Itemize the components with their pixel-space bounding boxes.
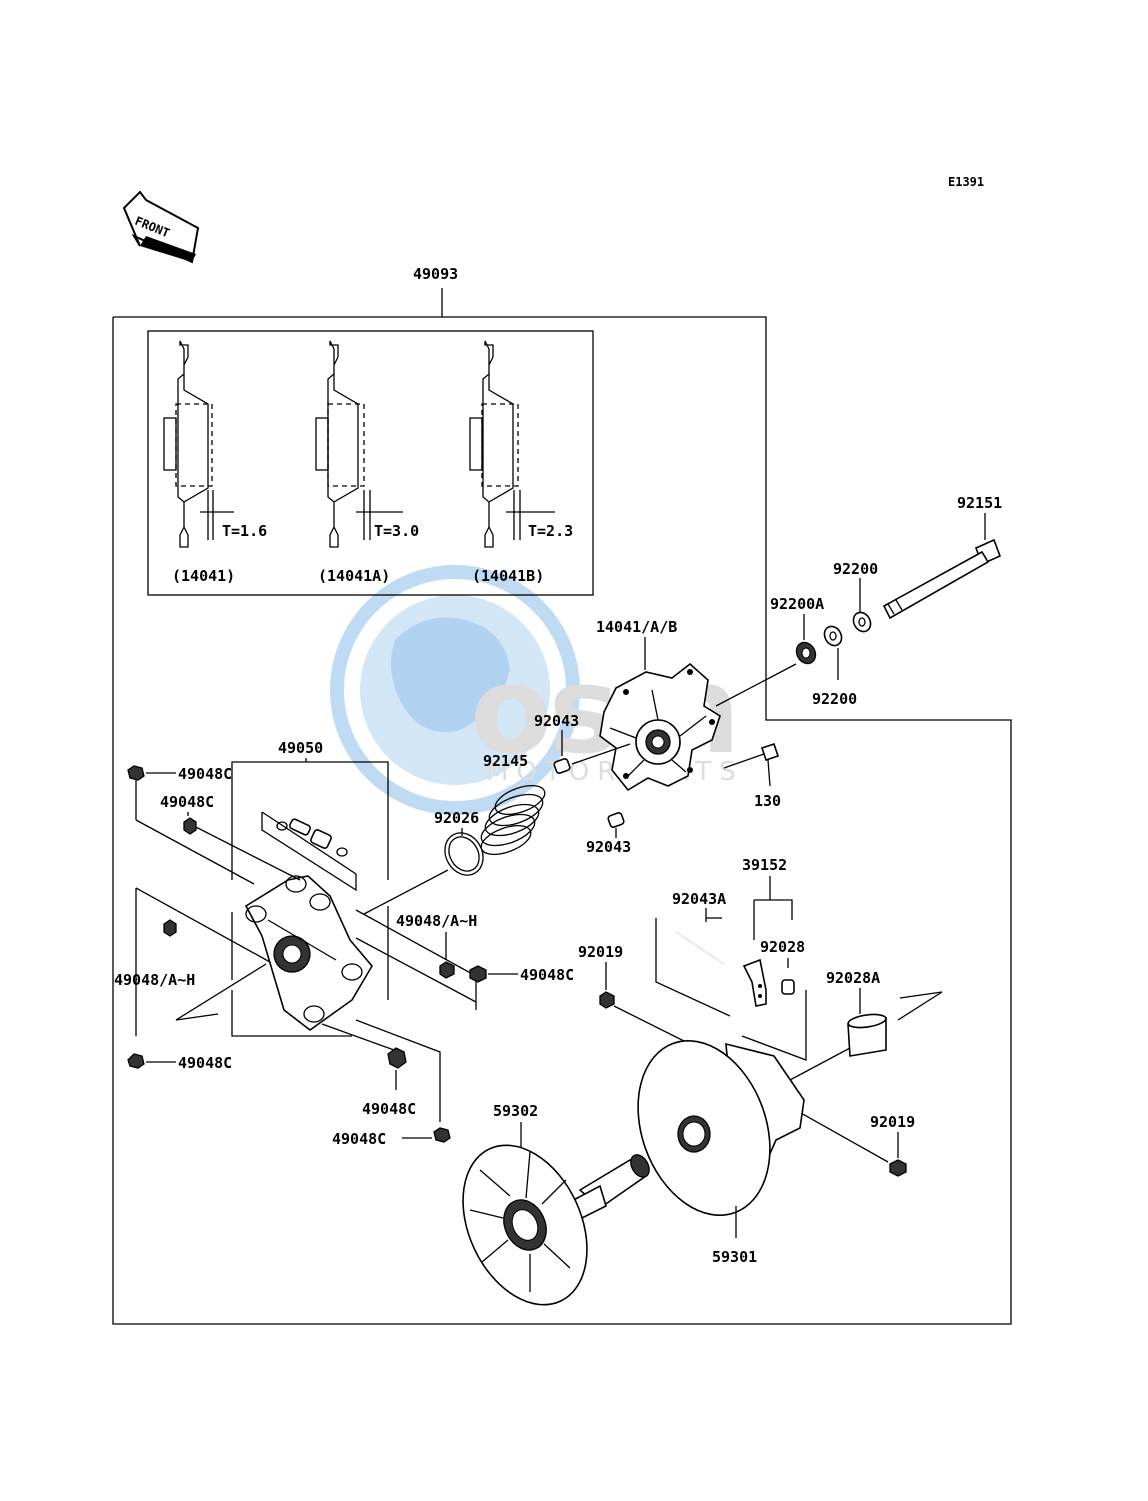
nut-92019-1: 92019 (578, 943, 691, 1045)
nut-92019-2: 92019 (759, 1089, 915, 1177)
movable-sheave-hub (244, 875, 373, 1031)
callout-92145: 92145 (483, 752, 528, 770)
assembly-frame: 49093 (112, 265, 1012, 1325)
bushing-92028a: 92028A (789, 969, 943, 1081)
nut-49048c-2: 49048C (160, 793, 214, 835)
nut-49048c-5: 49048C (362, 1047, 416, 1118)
callout-49048c-1: 49048C (178, 765, 232, 783)
pin-92043-top: 92043 (534, 712, 631, 774)
callout-92028: 92028 (760, 938, 805, 956)
callout-92200-top: 92200 (833, 560, 878, 578)
callout-39152: 39152 (742, 856, 787, 874)
callout-49048ah-2: 49048/A~H (114, 971, 195, 989)
callout-49048c-2: 49048C (160, 793, 214, 811)
spring-92145: 92145 (480, 752, 546, 856)
variant-1-code: (14041) (172, 567, 235, 585)
shoe-variant-3: T=2.3 (14041B) (469, 340, 573, 585)
roller-kit-49050: 49050 (231, 739, 389, 892)
shoe-variant-2: T=3.0 (14041A) (315, 340, 419, 585)
callout-92043a: 92043A (672, 890, 726, 908)
callout-92200-bottom: 92200 (812, 690, 857, 708)
variant-1-thickness: T=1.6 (222, 522, 267, 540)
variant-3-code: (14041B) (472, 567, 544, 585)
callout-49048c-6: 49048C (332, 1130, 386, 1148)
nut-49048ah-1: 49048/A~H (396, 912, 477, 979)
nut-49048c-1: 49048C (127, 765, 232, 783)
fixed-sheave-59301: 59301 (637, 1040, 805, 1266)
washer-92200-bottom: 92200 (812, 625, 857, 708)
nut-49048c-3: 49048C (469, 965, 574, 984)
callout-49048c-3: 49048C (520, 966, 574, 984)
group-39152: 39152 (742, 856, 793, 940)
nut-49048c-6: 49048C (332, 1127, 451, 1148)
callout-49048c-4: 49048C (178, 1054, 232, 1072)
callout-49050: 49050 (278, 739, 323, 757)
callout-92019-1: 92019 (578, 943, 623, 961)
callout-49048ah-1: 49048/A~H (396, 912, 477, 930)
callout-92200a: 92200A (770, 595, 824, 613)
watermark-globe (330, 565, 580, 815)
callout-92019-2: 92019 (870, 1113, 915, 1131)
callout-92026: 92026 (434, 809, 479, 827)
callout-59302: 59302 (493, 1102, 538, 1120)
spider-14041: 14041/A/B (596, 618, 721, 792)
nut-49048c-4: 49048C (127, 1053, 232, 1072)
bolt-130: 130 (723, 742, 781, 810)
callout-49048c-5: 49048C (362, 1100, 416, 1118)
callout-59301: 59301 (712, 1248, 757, 1266)
callout-130: 130 (754, 792, 781, 810)
shoe-variant-1: T=1.6 (14041) (163, 340, 267, 585)
weight-39152 (742, 958, 767, 1007)
variant-2-code: (14041A) (318, 567, 390, 585)
washer-92200a: 92200A (715, 595, 824, 707)
drive-sheave-59302: 59302 (462, 1102, 650, 1306)
variant-2-thickness: T=3.0 (374, 522, 419, 540)
pin-92043-bottom: 92043 (586, 812, 631, 856)
callout-49093: 49093 (413, 265, 458, 283)
callout-92028a: 92028A (826, 969, 880, 987)
washer-92200-top: 92200 (833, 560, 878, 633)
nut-49048ah-2: 49048/A~H (114, 919, 195, 989)
front-arrow-icon: FRONT (122, 190, 200, 264)
pin-92028: 92028 (741, 938, 807, 1061)
bolt-92151: 92151 (882, 494, 1002, 620)
shoe-variant-box: T=1.6 (14041) T=3.0 (14041A) T=2.3 (1404… (147, 330, 594, 596)
callout-92043-top: 92043 (534, 712, 579, 730)
callout-92043-bottom: 92043 (586, 838, 631, 856)
variant-3-thickness: T=2.3 (528, 522, 573, 540)
callout-92151: 92151 (957, 494, 1002, 512)
pin-92043a: 92043A (655, 890, 731, 1017)
ring-92026: 92026 (363, 809, 484, 915)
diagram-code: E1391 (948, 175, 984, 189)
watermark-sub: MOTORPARTS (486, 757, 744, 787)
callout-14041: 14041/A/B (596, 618, 677, 636)
